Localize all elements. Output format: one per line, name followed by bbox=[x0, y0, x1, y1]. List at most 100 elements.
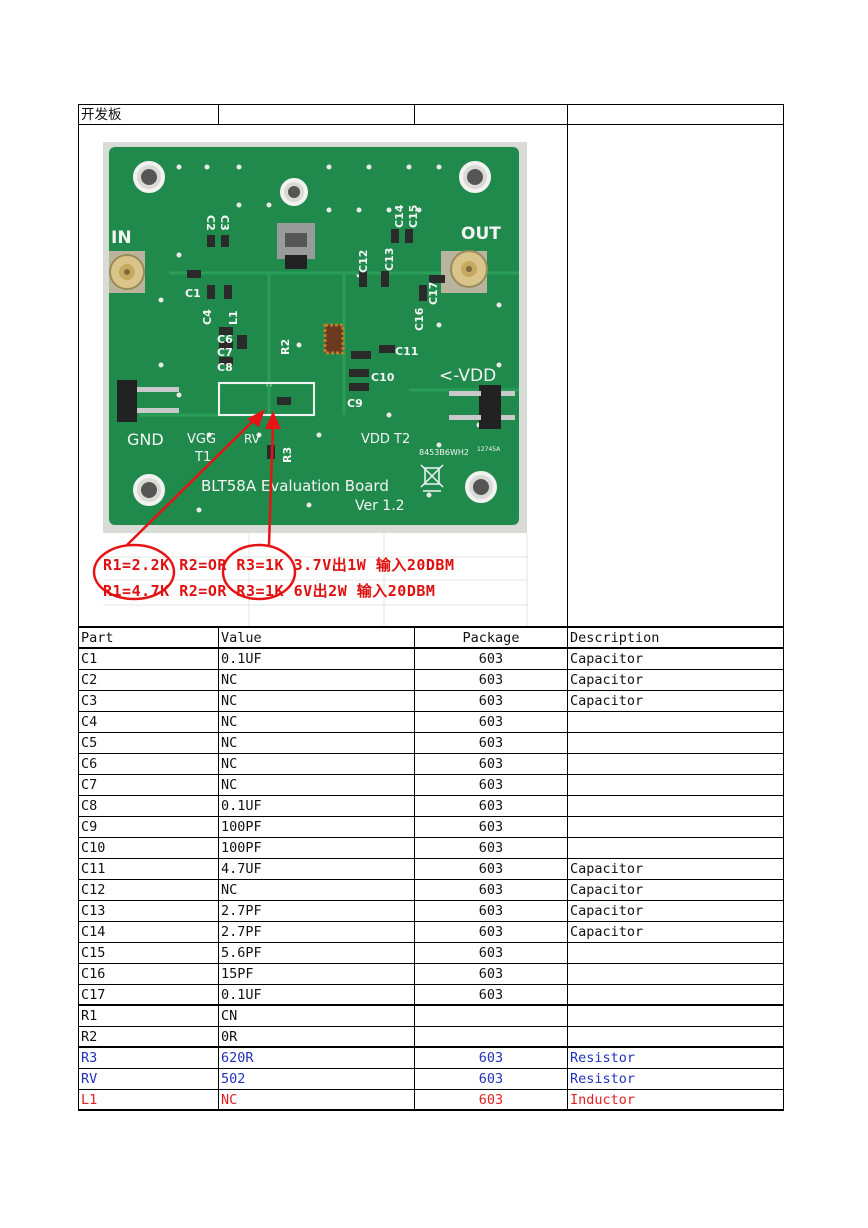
value-cell[interactable]: NC bbox=[219, 670, 415, 690]
value-cell[interactable]: 2.7PF bbox=[219, 922, 415, 942]
part-cell[interactable]: C9 bbox=[78, 817, 219, 837]
value-cell[interactable]: 100PF bbox=[219, 817, 415, 837]
package-cell[interactable]: 603 bbox=[415, 880, 568, 900]
part-cell[interactable]: C15 bbox=[78, 943, 219, 963]
value-cell[interactable]: 5.6PF bbox=[219, 943, 415, 963]
description-cell[interactable] bbox=[568, 817, 784, 837]
header-package[interactable]: Package bbox=[415, 628, 568, 647]
package-cell[interactable]: 603 bbox=[415, 796, 568, 816]
description-cell[interactable]: Capacitor bbox=[568, 922, 784, 942]
value-cell[interactable]: NC bbox=[219, 754, 415, 774]
value-cell[interactable]: NC bbox=[219, 775, 415, 795]
package-cell[interactable]: 603 bbox=[415, 649, 568, 669]
description-cell[interactable] bbox=[568, 733, 784, 753]
part-cell[interactable]: C8 bbox=[78, 796, 219, 816]
arrow-heads bbox=[247, 409, 281, 429]
part-cell[interactable]: C1 bbox=[78, 649, 219, 669]
package-cell[interactable]: 603 bbox=[415, 733, 568, 753]
part-cell[interactable]: C14 bbox=[78, 922, 219, 942]
value-cell[interactable]: 0R bbox=[219, 1027, 415, 1046]
part-cell[interactable]: C6 bbox=[78, 754, 219, 774]
description-cell[interactable] bbox=[568, 796, 784, 816]
description-cell[interactable]: Capacitor bbox=[568, 691, 784, 711]
package-cell[interactable] bbox=[415, 1027, 568, 1046]
empty-cell[interactable] bbox=[219, 105, 415, 124]
part-cell[interactable]: C12 bbox=[78, 880, 219, 900]
description-cell[interactable]: Resistor bbox=[568, 1048, 784, 1068]
part-cell[interactable]: C7 bbox=[78, 775, 219, 795]
value-cell[interactable]: NC bbox=[219, 880, 415, 900]
value-cell[interactable]: NC bbox=[219, 1090, 415, 1109]
package-cell[interactable]: 603 bbox=[415, 817, 568, 837]
description-cell[interactable] bbox=[568, 964, 784, 984]
value-cell[interactable]: 0.1UF bbox=[219, 796, 415, 816]
empty-cell[interactable] bbox=[568, 125, 784, 626]
annotation-marks bbox=[92, 416, 297, 601]
description-cell[interactable]: Capacitor bbox=[568, 901, 784, 921]
package-cell[interactable]: 603 bbox=[415, 985, 568, 1004]
description-cell[interactable]: Capacitor bbox=[568, 670, 784, 690]
package-cell[interactable]: 603 bbox=[415, 754, 568, 774]
description-cell[interactable] bbox=[568, 712, 784, 732]
empty-cell[interactable] bbox=[568, 105, 784, 124]
value-cell[interactable]: 4.7UF bbox=[219, 859, 415, 879]
description-cell[interactable]: Capacitor bbox=[568, 880, 784, 900]
header-description[interactable]: Description bbox=[568, 628, 784, 647]
part-cell[interactable]: C17 bbox=[78, 985, 219, 1004]
header-value[interactable]: Value bbox=[219, 628, 415, 647]
part-cell[interactable]: C10 bbox=[78, 838, 219, 858]
part-cell[interactable]: C13 bbox=[78, 901, 219, 921]
description-cell[interactable]: Capacitor bbox=[568, 859, 784, 879]
description-cell[interactable]: Inductor bbox=[568, 1090, 784, 1109]
value-cell[interactable]: NC bbox=[219, 691, 415, 711]
description-cell[interactable] bbox=[568, 1027, 784, 1046]
empty-cell[interactable] bbox=[415, 105, 568, 124]
description-cell[interactable]: Capacitor bbox=[568, 649, 784, 669]
package-cell[interactable]: 603 bbox=[415, 712, 568, 732]
part-cell[interactable]: RV bbox=[78, 1069, 219, 1089]
value-cell[interactable]: 15PF bbox=[219, 964, 415, 984]
part-cell[interactable]: R3 bbox=[78, 1048, 219, 1068]
part-cell[interactable]: R2 bbox=[78, 1027, 219, 1046]
package-cell[interactable]: 603 bbox=[415, 691, 568, 711]
value-cell[interactable]: CN bbox=[219, 1006, 415, 1026]
value-cell[interactable]: 620R bbox=[219, 1048, 415, 1068]
package-cell[interactable]: 603 bbox=[415, 1069, 568, 1089]
part-cell[interactable]: C11 bbox=[78, 859, 219, 879]
part-cell[interactable]: C3 bbox=[78, 691, 219, 711]
package-cell[interactable]: 603 bbox=[415, 1048, 568, 1068]
package-cell[interactable]: 603 bbox=[415, 859, 568, 879]
description-cell[interactable]: Resistor bbox=[568, 1069, 784, 1089]
description-cell[interactable] bbox=[568, 775, 784, 795]
package-cell[interactable]: 603 bbox=[415, 943, 568, 963]
value-cell[interactable]: 0.1UF bbox=[219, 649, 415, 669]
part-cell[interactable]: R1 bbox=[78, 1006, 219, 1026]
package-cell[interactable]: 603 bbox=[415, 922, 568, 942]
value-cell[interactable]: 100PF bbox=[219, 838, 415, 858]
package-cell[interactable]: 603 bbox=[415, 670, 568, 690]
part-cell[interactable]: L1 bbox=[78, 1090, 219, 1109]
header-part[interactable]: Part bbox=[78, 628, 219, 647]
value-cell[interactable]: NC bbox=[219, 733, 415, 753]
sheet-title[interactable]: 开发板 bbox=[78, 105, 219, 124]
part-cell[interactable]: C16 bbox=[78, 964, 219, 984]
package-cell[interactable] bbox=[415, 1006, 568, 1026]
part-cell[interactable]: C2 bbox=[78, 670, 219, 690]
description-cell[interactable] bbox=[568, 838, 784, 858]
description-cell[interactable] bbox=[568, 943, 784, 963]
description-cell[interactable] bbox=[568, 754, 784, 774]
description-cell[interactable] bbox=[568, 985, 784, 1004]
package-cell[interactable]: 603 bbox=[415, 838, 568, 858]
package-cell[interactable]: 603 bbox=[415, 964, 568, 984]
package-cell[interactable]: 603 bbox=[415, 775, 568, 795]
part-cell[interactable]: C4 bbox=[78, 712, 219, 732]
package-cell[interactable]: 603 bbox=[415, 1090, 568, 1109]
part-cell[interactable]: C5 bbox=[78, 733, 219, 753]
value-cell[interactable]: 2.7PF bbox=[219, 901, 415, 921]
value-cell[interactable]: NC bbox=[219, 712, 415, 732]
value-cell[interactable]: 0.1UF bbox=[219, 985, 415, 1004]
value-cell[interactable]: 502 bbox=[219, 1069, 415, 1089]
package-cell[interactable]: 603 bbox=[415, 901, 568, 921]
description-cell[interactable] bbox=[568, 1006, 784, 1026]
